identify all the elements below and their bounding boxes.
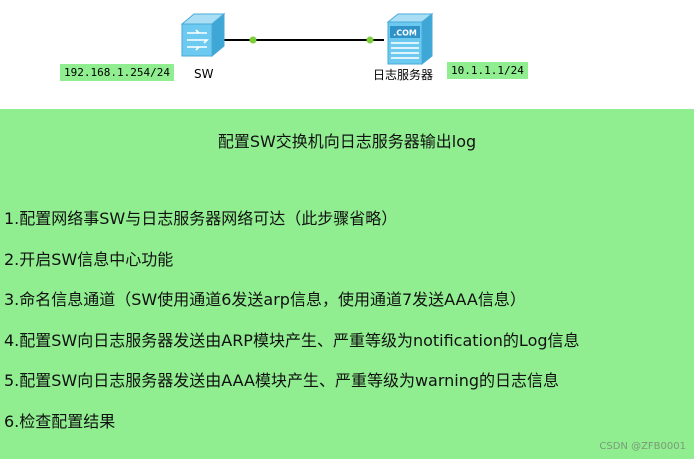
panel-title: 配置SW交换机向日志服务器输出log — [217, 132, 477, 151]
server-badge-text: .COM — [393, 29, 417, 38]
step-item: 2.开启SW信息中心功能 — [4, 249, 174, 269]
step-item: 5.配置SW向日志服务器发送由AAA模块产生、严重等级为warning的日志信息 — [4, 371, 560, 390]
step-item: 6.检查配置结果 — [4, 411, 116, 431]
switch-name-label: SW — [194, 67, 214, 81]
switch-port-dot — [249, 36, 257, 44]
step-item: 4.配置SW向日志服务器发送由ARP模块产生、严重等级为notification… — [4, 330, 580, 350]
watermark: CSDN @ZFB0001 — [599, 441, 686, 452]
step-item: 1.配置网络事SW与日志服务器网络可达（此步骤省略） — [4, 209, 398, 228]
switch-ip-label: 192.168.1.254/24 — [60, 64, 174, 81]
server-port-dot — [366, 36, 374, 44]
switch-icon — [180, 12, 226, 58]
server-icon: .COM — [386, 12, 434, 66]
steps-list: 1.配置网络事SW与日志服务器网络可达（此步骤省略） 2.开启SW信息中心功能 … — [4, 207, 580, 450]
topology-diagram: .COM 192.168.1.254/24 SW 日志服务器 10.1.1.1/… — [0, 0, 694, 108]
topology-canvas: .COM — [180, 12, 434, 66]
server-name-label: 日志服务器 — [373, 68, 434, 82]
step-item: 3.命名信息通道（SW使用通道6发送arp信息，使用通道7发送AAA信息） — [4, 290, 526, 309]
server-ip-label: 10.1.1.1/24 — [447, 62, 528, 79]
configuration-steps-panel: 配置SW交换机向日志服务器输出log 1.配置网络事SW与日志服务器网络可达（此… — [0, 109, 694, 459]
